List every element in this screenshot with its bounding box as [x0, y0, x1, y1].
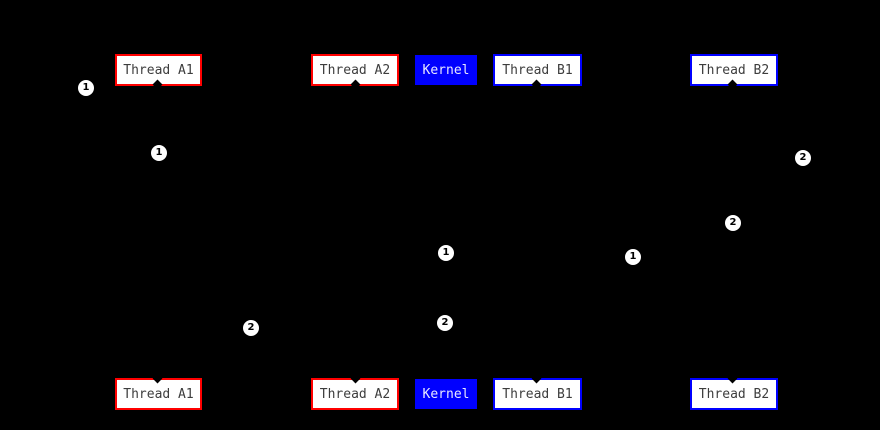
message-number-badge: 2 [795, 150, 811, 166]
participant-label: Thread B2 [698, 62, 770, 78]
participant-label: Kernel [422, 386, 470, 402]
participant-label: Kernel [422, 62, 470, 78]
message-number-badge: 2 [243, 320, 259, 336]
participant-box-thread-b2-bottom: Thread B2 [690, 378, 778, 410]
message-number-badge: 1 [625, 249, 641, 265]
participant-box-kernel-bottom: Kernel [415, 379, 477, 409]
participant-label: Thread B1 [502, 386, 573, 402]
message-number-badge: 2 [725, 215, 741, 231]
message-number-badge: 1 [78, 80, 94, 96]
participant-box-thread-a1-bottom: Thread A1 [115, 378, 202, 410]
participant-box-thread-b2-top: Thread B2 [690, 54, 778, 86]
participant-box-thread-b1-bottom: Thread B1 [493, 378, 582, 410]
message-number-badge: 2 [437, 315, 453, 331]
message-number-badge: 1 [438, 245, 454, 261]
message-number-badge: 1 [151, 145, 167, 161]
participant-label: Thread A1 [123, 62, 194, 78]
participant-label: Thread A2 [319, 386, 391, 402]
participant-label: Thread A2 [319, 62, 391, 78]
participant-label: Thread A1 [123, 386, 194, 402]
participant-label: Thread B2 [698, 386, 770, 402]
participant-label: Thread B1 [502, 62, 573, 78]
participant-box-kernel-top: Kernel [415, 55, 477, 85]
